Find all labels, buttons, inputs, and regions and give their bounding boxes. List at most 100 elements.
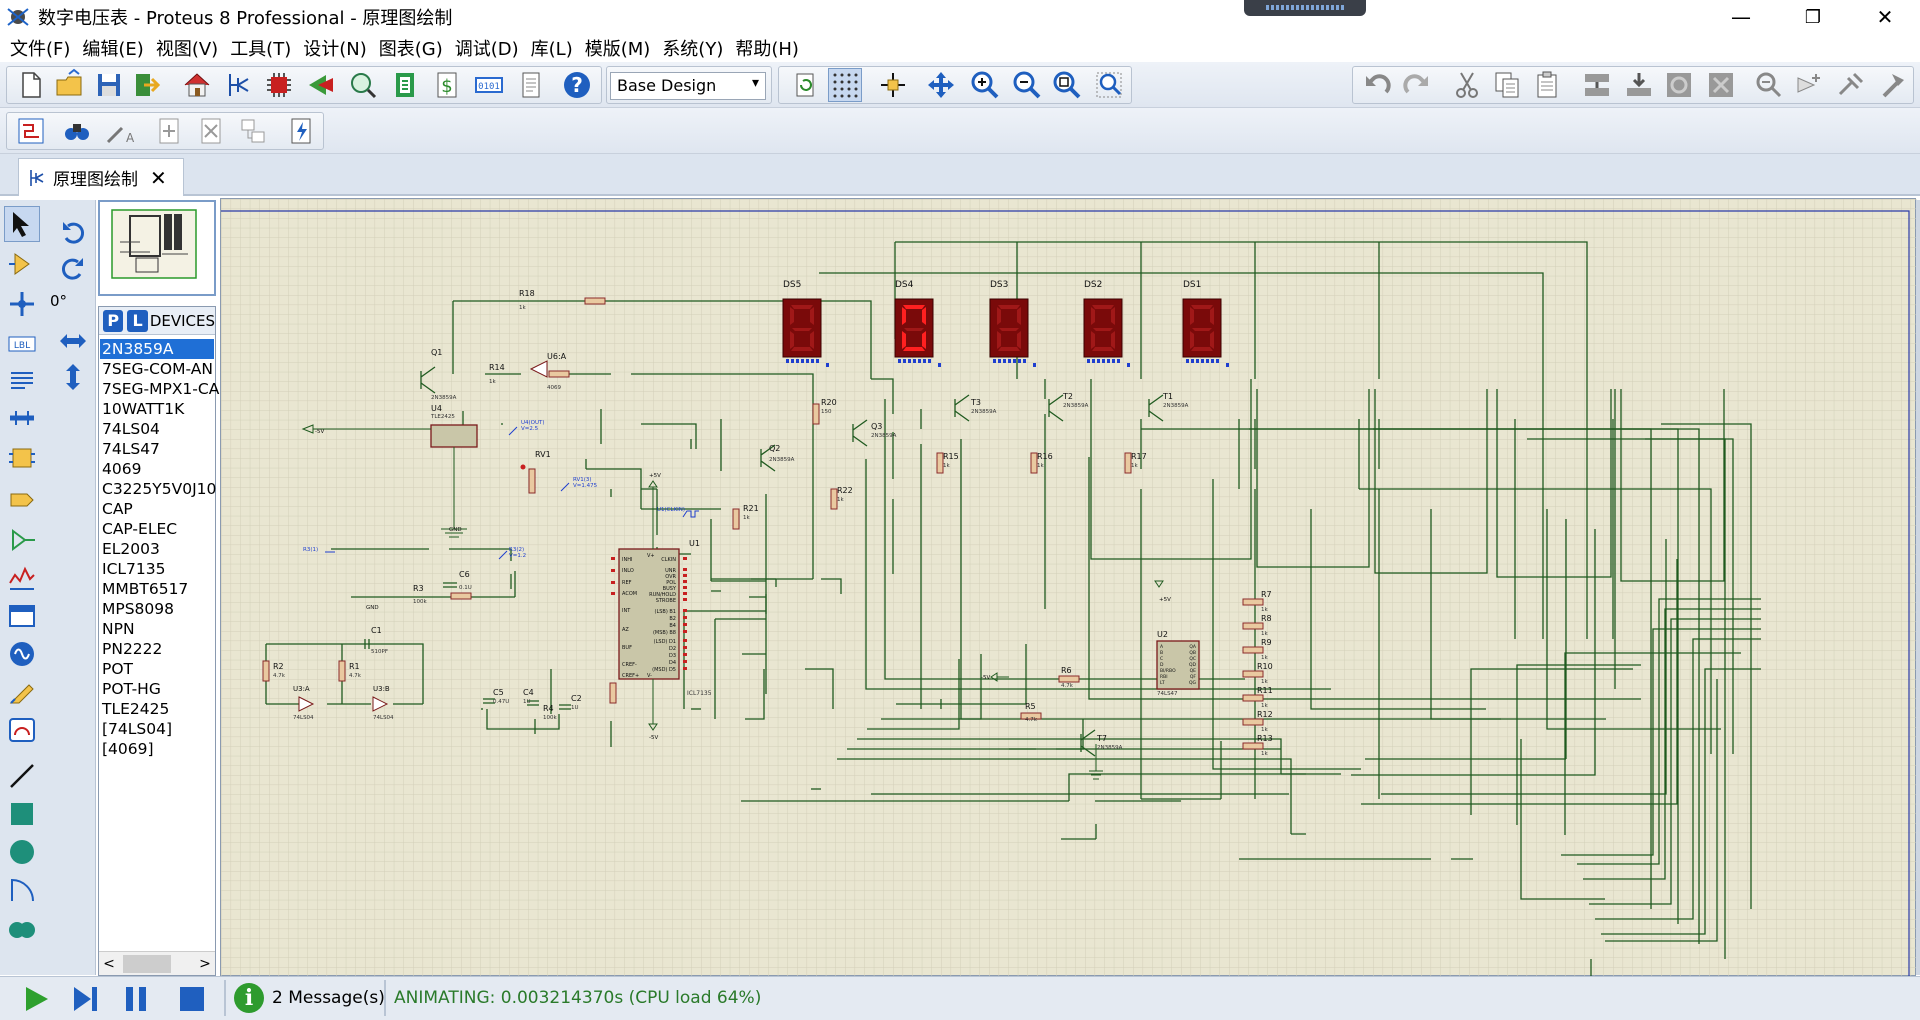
generator-mode-icon[interactable]	[4, 636, 40, 672]
device-list-scrollbar[interactable]: < >	[99, 951, 215, 975]
device-item[interactable]: 7SEG-MPX1-CA	[102, 380, 220, 398]
graph-mode-icon[interactable]	[4, 560, 40, 596]
bill-of-materials-icon[interactable]: $	[430, 68, 464, 102]
device-item[interactable]: CAP	[102, 500, 133, 518]
undo-icon[interactable]	[1360, 68, 1394, 102]
device-item[interactable]: NPN	[102, 620, 135, 638]
mirror-vertical-icon[interactable]	[58, 362, 88, 392]
voltage-probe-icon[interactable]	[4, 674, 40, 710]
gerber-viewer-icon[interactable]	[346, 68, 380, 102]
block-copy-icon[interactable]	[1580, 68, 1614, 102]
tab-schematic[interactable]: 原理图绘制 ✕	[18, 158, 184, 196]
block-delete-icon[interactable]	[1704, 68, 1738, 102]
info-icon[interactable]: i	[234, 983, 264, 1013]
open-folder-icon[interactable]	[52, 68, 86, 102]
menu-view[interactable]: 视图(V)	[155, 39, 219, 60]
device-item[interactable]: POT-HG	[102, 680, 161, 698]
device-item[interactable]: PN2222	[102, 640, 163, 658]
paste-icon[interactable]	[1530, 68, 1564, 102]
3d-viewer-icon[interactable]	[304, 68, 338, 102]
menu-help[interactable]: 帮助(H)	[735, 39, 799, 60]
line-draw-icon[interactable]	[4, 758, 40, 794]
device-item[interactable]: 10WATT1K	[102, 400, 185, 418]
device-item[interactable]: CAP-ELEC	[102, 520, 178, 538]
layer-select[interactable]: Base Design ▾	[610, 72, 766, 100]
rotate-anticlockwise-icon[interactable]	[58, 254, 88, 284]
zoom-in-icon[interactable]	[968, 68, 1002, 102]
refresh-icon[interactable]	[788, 68, 822, 102]
selection-mode-icon[interactable]	[4, 206, 40, 242]
exit-to-parent-icon[interactable]	[236, 114, 270, 148]
device-item[interactable]: POT	[102, 660, 134, 678]
component-mode-icon[interactable]	[4, 246, 40, 282]
pcb-layout-icon[interactable]	[262, 68, 296, 102]
schematic-capture-icon[interactable]	[222, 68, 256, 102]
terminal-mode-icon[interactable]	[4, 482, 40, 518]
text-script-icon[interactable]	[4, 362, 40, 398]
save-icon[interactable]	[92, 68, 126, 102]
menu-debug[interactable]: 调试(D)	[454, 39, 519, 60]
menu-tools[interactable]: 工具(T)	[230, 39, 292, 60]
menu-library[interactable]: 库(L)	[530, 39, 573, 60]
decompose-icon[interactable]	[1876, 68, 1910, 102]
scroll-thumb[interactable]	[123, 955, 171, 973]
device-item[interactable]: 2N3859A	[100, 339, 214, 359]
device-item[interactable]: 74LS47	[102, 440, 160, 458]
device-item[interactable]: MPS8098	[102, 600, 175, 618]
close-button[interactable]: ✕	[1876, 5, 1894, 29]
device-item[interactable]: C3225Y5V0J10	[102, 480, 217, 498]
property-assignment-icon[interactable]: A	[102, 114, 136, 148]
maximize-button[interactable]: ❐	[1804, 6, 1822, 28]
pause-button[interactable]	[118, 981, 154, 1017]
device-item[interactable]: TLE2425	[102, 700, 170, 718]
pick-devices-button[interactable]: P	[103, 309, 124, 332]
device-item[interactable]: [74LS04]	[102, 720, 173, 738]
zoom-out-icon[interactable]	[1010, 68, 1044, 102]
scroll-right-icon[interactable]: >	[199, 956, 211, 972]
grid-toggle-icon[interactable]	[828, 68, 862, 102]
wire-label-icon[interactable]: LBL	[4, 326, 40, 362]
mirror-horizontal-icon[interactable]	[58, 326, 88, 356]
menu-template[interactable]: 模版(M)	[584, 39, 651, 60]
buses-icon[interactable]	[4, 400, 40, 436]
subcircuit-icon[interactable]	[4, 440, 40, 476]
arc-draw-icon[interactable]	[4, 872, 40, 908]
stop-button[interactable]	[174, 981, 210, 1017]
device-item[interactable]: 7SEG-COM-AN	[102, 360, 213, 378]
block-move-icon[interactable]	[1622, 68, 1656, 102]
project-notes-icon[interactable]	[514, 68, 548, 102]
wire-autorouter-icon[interactable]	[14, 114, 48, 148]
search-tag-icon[interactable]	[60, 114, 94, 148]
design-explorer-icon[interactable]	[388, 68, 422, 102]
virtual-instruments-icon[interactable]	[4, 712, 40, 748]
block-rotate-icon[interactable]	[1662, 68, 1696, 102]
remove-sheet-icon[interactable]	[194, 114, 228, 148]
new-sheet-icon[interactable]	[152, 114, 186, 148]
device-item[interactable]: [4069]	[102, 740, 154, 758]
make-device-icon[interactable]	[1792, 68, 1826, 102]
home-icon[interactable]	[180, 68, 214, 102]
help-icon[interactable]: ?	[560, 68, 594, 102]
canvas-vertical-scrollbar[interactable]	[1916, 200, 1920, 975]
path-draw-icon[interactable]	[4, 910, 40, 946]
zoom-area-icon[interactable]	[1092, 68, 1126, 102]
package-tool-icon[interactable]	[1834, 68, 1868, 102]
message-count[interactable]: 2 Message(s)	[272, 988, 385, 1008]
device-item[interactable]: MMBT6517	[102, 580, 189, 598]
pan-icon[interactable]	[924, 68, 958, 102]
overview-preview[interactable]	[98, 200, 216, 296]
menu-system[interactable]: 系统(Y)	[662, 39, 724, 60]
electrical-rule-check-icon[interactable]	[284, 114, 318, 148]
scroll-left-icon[interactable]: <	[103, 956, 115, 972]
import-icon[interactable]	[130, 68, 164, 102]
menu-edit[interactable]: 编辑(E)	[82, 39, 144, 60]
device-item[interactable]: ICL7135	[102, 560, 166, 578]
circle-draw-icon[interactable]	[4, 834, 40, 870]
play-button[interactable]	[18, 981, 54, 1017]
schematic-canvas[interactable]: DS5 DS4 DS3 DS2 DS1 Q1 Q2 Q3 T3 T2 T1 T7…	[220, 198, 1917, 984]
rotate-clockwise-icon[interactable]	[58, 218, 88, 248]
cut-icon[interactable]	[1450, 68, 1484, 102]
copy-icon[interactable]	[1490, 68, 1524, 102]
zoom-all-icon[interactable]	[1050, 68, 1084, 102]
tab-close-icon[interactable]: ✕	[150, 165, 167, 190]
